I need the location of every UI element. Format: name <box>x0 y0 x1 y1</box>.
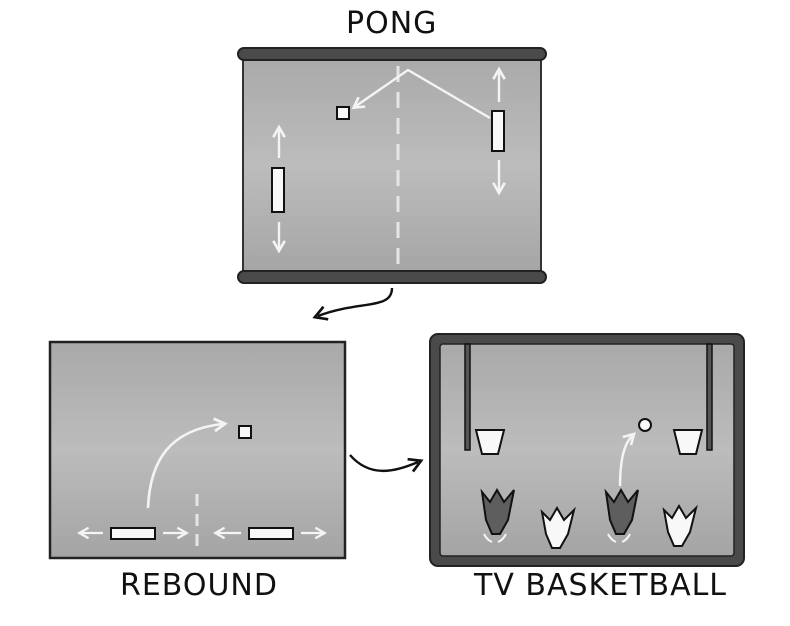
dark-player-left <box>480 488 515 535</box>
rebound-title: REBOUND <box>120 568 278 603</box>
arrow-pong-to-rebound <box>312 287 394 321</box>
pong-bottom-bar <box>237 270 547 284</box>
rebound-right-paddle <box>248 527 294 540</box>
basketball-title: TV BASKETBALL <box>474 568 728 603</box>
left-basket <box>474 429 506 455</box>
rebound-ball <box>238 425 252 439</box>
rebound-trajectory <box>146 417 228 509</box>
right-hoop-pole <box>706 343 713 451</box>
pong-panel <box>237 47 547 284</box>
rebound-left-paddle <box>110 527 156 540</box>
pong-top-bar <box>237 47 547 61</box>
basketball-screen <box>439 343 735 557</box>
pong-title: PONG <box>346 6 438 41</box>
right-basket <box>672 429 704 455</box>
motion-mark-4 <box>621 533 631 543</box>
rebound-panel <box>48 340 347 560</box>
dark-player-right <box>604 488 639 535</box>
arrow-rebound-to-basketball <box>349 454 424 473</box>
pong-trajectory <box>351 68 491 120</box>
motion-mark-1 <box>483 533 493 543</box>
motion-mark-3 <box>607 533 617 543</box>
basketball-ball <box>638 418 652 432</box>
left-hoop-pole <box>464 343 471 451</box>
light-player-right <box>662 504 698 547</box>
basketball-panel <box>429 333 745 567</box>
pong-screen <box>242 53 542 279</box>
motion-mark-2 <box>497 533 507 543</box>
light-player-left <box>540 506 576 549</box>
pong-right-paddle <box>491 110 505 152</box>
pong-ball <box>336 106 350 120</box>
basketball-trajectory <box>618 432 636 487</box>
pong-left-paddle <box>271 167 285 213</box>
